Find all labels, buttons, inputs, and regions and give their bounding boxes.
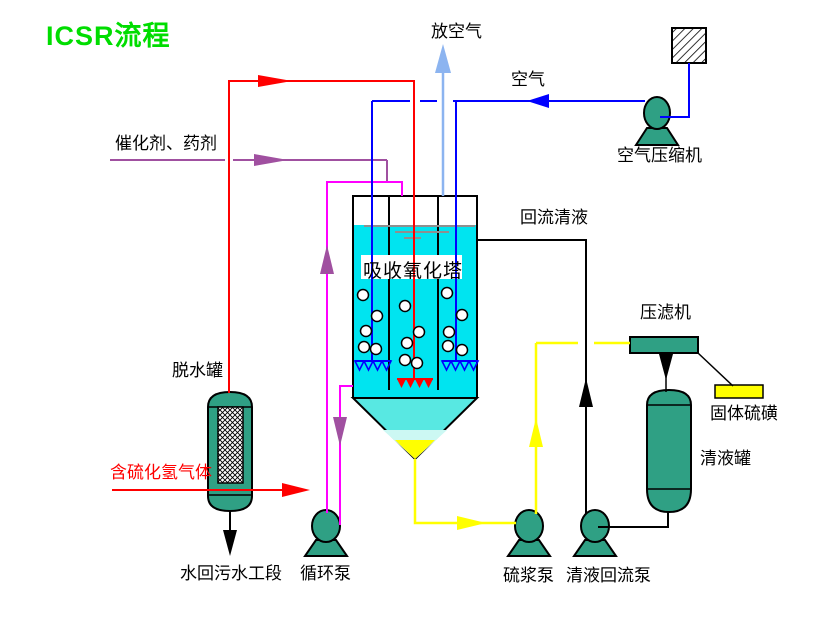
air-pipe (353, 63, 690, 372)
air-intake-filter (671, 27, 707, 64)
packing-element (217, 406, 244, 484)
label-absorption-tower: 吸收氧化塔 (363, 261, 464, 282)
label-catalyst: 催化剂、药剂 (115, 134, 217, 153)
label-h2s-gas: 含硫化氢气体 (110, 463, 212, 482)
label-vent-gas: 放空气 (431, 22, 482, 41)
label-reflux-clear-liquid: 回流清液 (520, 208, 588, 227)
circulation-pipe (320, 181, 403, 525)
air-compressor (634, 96, 680, 146)
red-sparger (397, 379, 433, 388)
label-solid-sulfur: 固体硫磺 (710, 404, 778, 423)
sulfur-slurry-pump (506, 509, 552, 557)
catalyst-pipe (110, 154, 388, 182)
dehydration-tank (207, 390, 253, 513)
h2s-gas-pipe (112, 75, 433, 497)
sulfur-deposit (395, 440, 435, 459)
vent-gas-pipe (435, 44, 451, 196)
air-sparger-left (353, 360, 393, 372)
sulfur-slurry-pipe (413, 341, 630, 530)
flow-arrow (223, 530, 237, 556)
clear-liquid-tank (646, 388, 692, 514)
solid-sulfur-tray (714, 384, 764, 399)
label-dehydration-tank: 脱水罐 (172, 361, 223, 380)
air-sparger-right (440, 360, 480, 372)
circulation-pump (303, 509, 349, 557)
label-sulfur-slurry-pump: 硫浆泵 (503, 566, 554, 585)
flow-arrow (527, 94, 549, 108)
gas-bubbles (356, 286, 469, 370)
tower-label-band (361, 255, 462, 279)
flow-arrow (282, 483, 310, 497)
flow-arrow (258, 75, 292, 87)
reflux-liquid-pipe (477, 239, 669, 528)
label-clear-liquid-tank: 清液罐 (700, 449, 751, 468)
flow-arrow (529, 418, 543, 447)
flow-arrow (659, 354, 673, 380)
press-discharge-lines (659, 352, 734, 392)
label-water-to-sewage: 水回污水工段 (180, 564, 282, 583)
flow-arrow (435, 44, 451, 73)
filter-press (629, 336, 699, 354)
label-clear-liquid-reflux-pump: 清液回流泵 (566, 566, 651, 585)
label-air: 空气 (511, 70, 545, 89)
flow-arrow (254, 154, 288, 166)
water-outlet-pipe (223, 511, 237, 556)
flow-arrow (333, 417, 347, 446)
label-filter-press: 压滤机 (640, 303, 691, 322)
tower-funnel (350, 397, 480, 461)
label-air-compressor: 空气压缩机 (617, 146, 702, 165)
clear-liquid-reflux-pump (572, 509, 618, 557)
flow-arrow (457, 516, 486, 530)
flow-arrow (579, 378, 593, 407)
label-circulation-pump: 循环泵 (300, 564, 351, 583)
flow-arrow (320, 245, 334, 274)
slide-title: ICSR流程 (46, 21, 171, 51)
